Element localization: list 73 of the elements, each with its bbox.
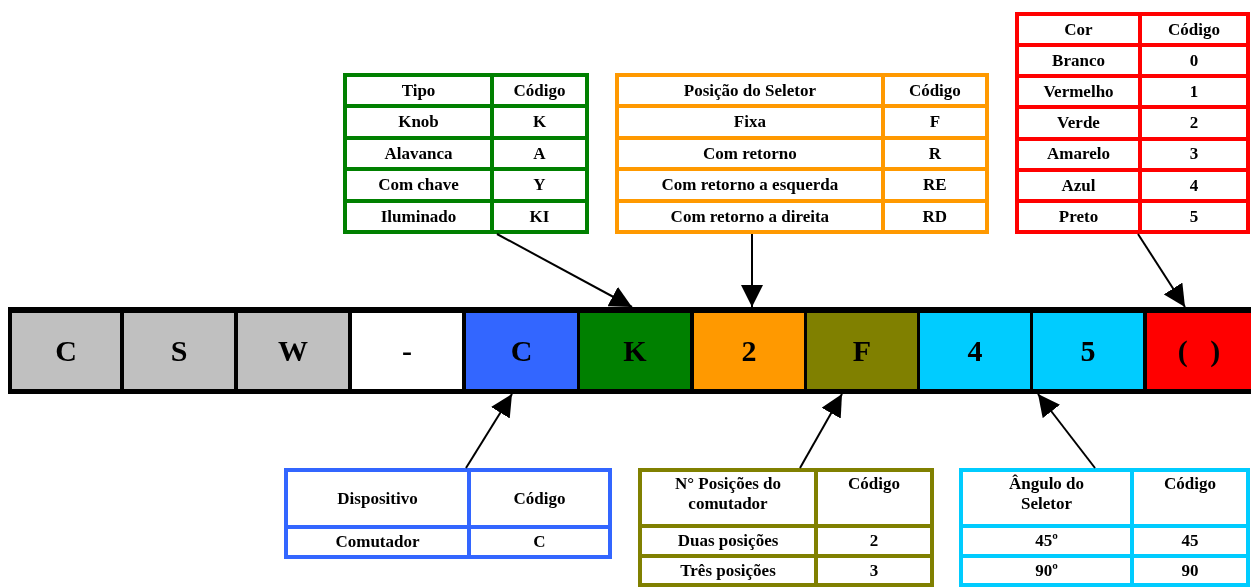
table-cell: 4 — [1142, 171, 1246, 199]
table-header-cell: N° Posições do comutador — [642, 472, 815, 524]
table-header-cell: Cor — [1019, 16, 1138, 44]
table-cell: Fixa — [619, 108, 881, 136]
arrow — [1037, 393, 1096, 469]
table-header-cell: Código — [1134, 472, 1246, 524]
table-cell: 5 — [1142, 202, 1246, 230]
code-segment: F — [807, 313, 917, 389]
code-segment: ( ) — [1147, 313, 1251, 389]
table-header-cell: Código — [884, 77, 985, 105]
table-cell: C — [471, 528, 608, 555]
code-segment: 4 — [920, 313, 1030, 389]
table-cell: Com chave — [347, 171, 490, 199]
table-header-cell: Posição do Seletor — [619, 77, 881, 105]
table-cell: Alavanca — [347, 139, 490, 168]
table-cell: 90 — [1134, 558, 1246, 583]
table-cell: Amarelo — [1019, 140, 1138, 168]
table-cell: A — [494, 139, 585, 168]
code-segment: - — [352, 313, 462, 389]
table-cell: 3 — [818, 558, 930, 583]
code-table — [615, 73, 989, 234]
table-cell: 3 — [1142, 140, 1246, 168]
arrow — [496, 233, 633, 308]
table-cell: 0 — [1142, 47, 1246, 75]
table-cell: Com retorno — [619, 139, 881, 168]
code-table — [284, 468, 612, 559]
code-table — [343, 73, 589, 234]
code-table — [638, 468, 934, 587]
table-cell: RE — [884, 171, 985, 199]
table-cell: K — [494, 108, 585, 136]
table-cell: Vermelho — [1019, 78, 1138, 106]
table-cell: Iluminado — [347, 202, 490, 230]
table-cell: Verde — [1019, 109, 1138, 137]
table-cell: 1 — [1142, 78, 1246, 106]
table-cell: Branco — [1019, 47, 1138, 75]
table-cell: F — [884, 108, 985, 136]
code-segment: C — [466, 313, 577, 389]
arrow — [1137, 233, 1186, 308]
table-cell: KI — [494, 202, 585, 230]
arrow — [741, 233, 763, 308]
table-cell: 45º — [963, 528, 1131, 554]
arrow — [465, 393, 513, 469]
table-header-cell: Tipo — [347, 77, 490, 105]
table-cell: Azul — [1019, 171, 1138, 199]
code-segment: 2 — [694, 313, 804, 389]
table-cell: R — [884, 139, 985, 168]
code-table — [959, 468, 1250, 587]
table-cell: 45 — [1134, 528, 1246, 554]
table-cell: Com retorno a direita — [619, 202, 881, 230]
code-segment: K — [580, 313, 690, 389]
code-segment: S — [124, 313, 234, 389]
table-header-cell: Código — [494, 77, 585, 105]
table-cell: Comutador — [288, 528, 467, 555]
table-header-cell: Código — [818, 472, 930, 524]
table-header-cell: Código — [471, 472, 608, 525]
code-segment: W — [238, 313, 348, 389]
arrow — [799, 393, 843, 469]
table-cell: Com retorno a esquerda — [619, 171, 881, 199]
table-cell: Y — [494, 171, 585, 199]
code-segment: C — [12, 313, 120, 389]
table-cell: Preto — [1019, 202, 1138, 230]
table-cell: 2 — [818, 528, 930, 554]
table-cell: 90º — [963, 558, 1131, 583]
table-header-cell: Dispositivo — [288, 472, 467, 525]
table-cell: 2 — [1142, 109, 1246, 137]
table-header-cell: Código — [1142, 16, 1246, 44]
table-cell: Knob — [347, 108, 490, 136]
table-cell: Duas posições — [642, 528, 815, 554]
table-cell: Três posições — [642, 558, 815, 583]
code-table — [1015, 12, 1250, 234]
table-header-cell: Ângulo do Seletor — [963, 472, 1131, 524]
table-cell: RD — [884, 202, 985, 230]
code-segment: 5 — [1033, 313, 1143, 389]
